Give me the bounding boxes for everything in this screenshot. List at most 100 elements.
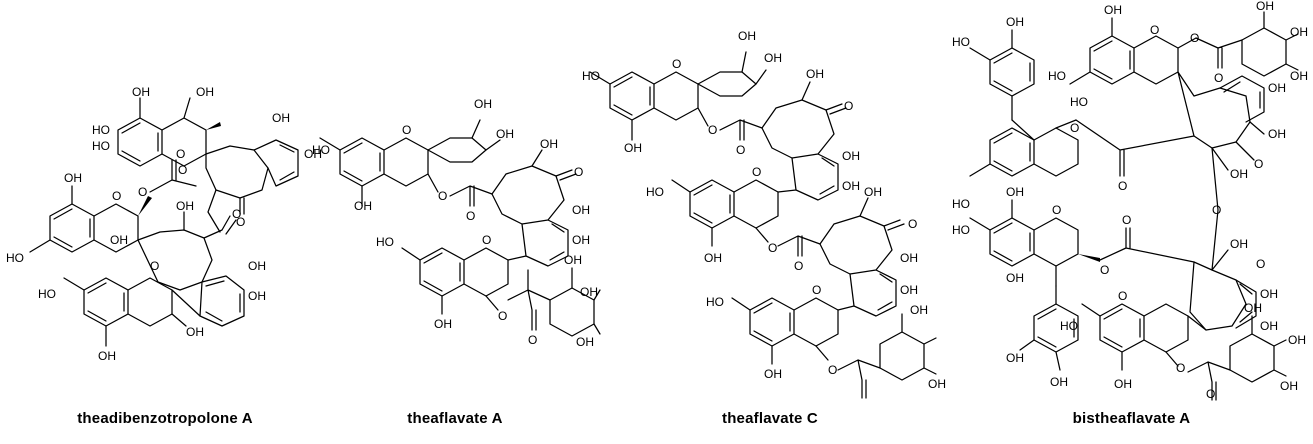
- structure-panel-theadibenzotropolone-a: OH OH HO OH OH O O O O OH HO OH O OH OH …: [0, 0, 330, 444]
- atom-label: O: [1118, 179, 1127, 193]
- atom-label: O: [232, 207, 241, 221]
- atom-label: OH: [738, 29, 756, 43]
- atom-label: OH: [1006, 271, 1024, 285]
- atom-label: OH: [98, 349, 116, 363]
- atom-label: O: [1256, 257, 1265, 271]
- atom-label: O: [1254, 157, 1263, 171]
- atom-label: O: [736, 143, 745, 157]
- atom-label: OH: [572, 203, 590, 217]
- atom-label: OH: [704, 251, 722, 265]
- atom-label: O: [574, 165, 583, 179]
- atom-label: HO: [1070, 95, 1088, 109]
- atom-label: OH: [176, 199, 194, 213]
- atom-label: OH: [580, 285, 598, 299]
- atom-label: O: [1122, 213, 1131, 227]
- atom-label: OH: [1290, 25, 1308, 39]
- atom-label: O: [1214, 71, 1223, 85]
- atom-label: O: [1118, 289, 1127, 303]
- atom-label: OH: [1288, 333, 1306, 347]
- atom-label: OH: [186, 325, 204, 339]
- atom-label: OH: [928, 377, 946, 391]
- atom-label: OH: [624, 141, 642, 155]
- compound-name-caption: theaflavate C: [722, 410, 818, 427]
- atom-label: O: [752, 165, 761, 179]
- atom-label: O: [672, 57, 681, 71]
- atom-label: OH: [248, 259, 266, 273]
- atom-label: HO: [376, 235, 394, 249]
- structure-panel-theaflavate-c: OH OH HO O OH O O OH O OH HO O OH OH O O…: [580, 0, 960, 444]
- atom-label: O: [1070, 121, 1079, 135]
- atom-label: OH: [764, 51, 782, 65]
- atom-label: OH: [900, 283, 918, 297]
- structure-theaflavate-a: OH OH HO O OH O O O OH OH HO O OH OH O O…: [312, 97, 601, 349]
- atom-label: HO: [706, 295, 724, 309]
- atom-label: OH: [1006, 351, 1024, 365]
- atom-label: HO: [952, 223, 970, 237]
- atom-label: O: [498, 309, 507, 323]
- atom-label: OH: [564, 253, 582, 267]
- atom-label: OH: [900, 251, 918, 265]
- atom-label: OH: [354, 199, 372, 213]
- atom-label: O: [828, 363, 837, 377]
- atom-label: OH: [842, 179, 860, 193]
- atom-label: OH: [132, 85, 150, 99]
- atom-label: OH: [1006, 185, 1024, 199]
- compound-name-caption: bistheaflavate A: [1072, 410, 1191, 427]
- atom-label: OH: [1114, 377, 1132, 391]
- structure-panel-theaflavate-a: OH OH HO O OH O O O OH OH HO O OH OH O O…: [310, 0, 601, 444]
- atom-label: OH: [842, 149, 860, 163]
- atom-label: OH: [1290, 69, 1308, 83]
- atom-label: OH: [864, 185, 882, 199]
- atom-label: OH: [496, 127, 514, 141]
- atom-label: O: [1176, 361, 1185, 375]
- atom-label: OH: [1268, 81, 1286, 95]
- atom-label: OH: [1260, 319, 1278, 333]
- atom-label: O: [236, 215, 245, 229]
- atom-label: OH: [272, 111, 290, 125]
- atom-label: O: [176, 147, 185, 161]
- atom-label: O: [178, 163, 187, 177]
- atom-label: OH: [1230, 237, 1248, 251]
- atom-label: HO: [92, 139, 110, 153]
- atom-label: O: [1206, 387, 1215, 401]
- atom-label: HO: [92, 123, 110, 137]
- atom-label: OH: [910, 303, 928, 317]
- atom-label: OH: [806, 67, 824, 81]
- atom-label: O: [1150, 23, 1159, 37]
- atom-label: OH: [1268, 127, 1286, 141]
- atom-label: O: [150, 259, 159, 273]
- atom-label: O: [1212, 203, 1221, 217]
- atom-label: OH: [196, 85, 214, 99]
- atom-label: OH: [110, 233, 128, 247]
- atom-label: OH: [1006, 15, 1024, 29]
- compound-name-caption: theaflavate A: [407, 410, 503, 427]
- atom-label: OH: [540, 137, 558, 151]
- compound-name-caption: theadibenzotropolone A: [77, 410, 253, 427]
- atom-label: O: [466, 209, 475, 223]
- atom-label: O: [402, 123, 411, 137]
- atom-label: O: [1190, 31, 1199, 45]
- structure-bistheaflavate-a: OH OH HO O O OH OH OH HO HO OH OH O O O …: [952, 0, 1308, 401]
- atom-label: O: [812, 283, 821, 297]
- atom-label: OH: [434, 317, 452, 331]
- atom-label: OH: [248, 289, 266, 303]
- atom-label: O: [138, 185, 147, 199]
- atom-label: HO: [646, 185, 664, 199]
- atom-label: HO: [952, 35, 970, 49]
- atom-label: OH: [572, 233, 590, 247]
- atom-label: OH: [1280, 379, 1298, 393]
- atom-label: O: [844, 99, 853, 113]
- atom-label: OH: [304, 147, 322, 161]
- atom-label: OH: [1260, 287, 1278, 301]
- atom-label: OH: [64, 171, 82, 185]
- structure-panel-bistheaflavate-a: OH OH HO O O OH OH OH HO HO OH OH O O O …: [950, 0, 1313, 444]
- atom-label: O: [482, 233, 491, 247]
- atom-label: HO: [582, 69, 600, 83]
- atom-label: OH: [764, 367, 782, 381]
- atom-label: OH: [474, 97, 492, 111]
- atom-label: OH: [1050, 375, 1068, 389]
- atom-label: OH: [1256, 0, 1274, 13]
- atom-label: OH: [576, 335, 594, 349]
- atom-label: OH: [1244, 301, 1262, 315]
- atom-label: O: [794, 259, 803, 273]
